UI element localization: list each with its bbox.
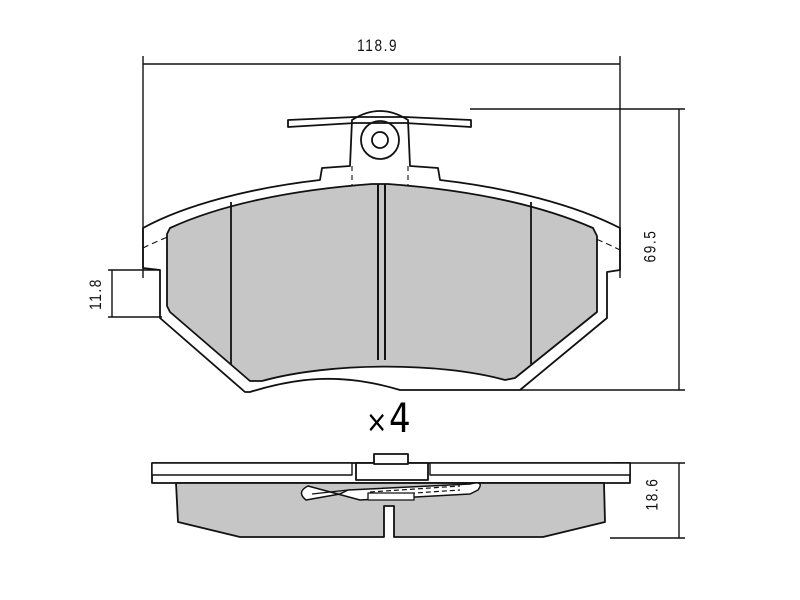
dimension-label-thickness: 18.6	[642, 477, 662, 511]
quantity-count: 4	[389, 396, 411, 442]
side-center-block	[355, 462, 429, 481]
quantity-label: ×4	[366, 396, 411, 442]
retaining-clip-bar	[287, 116, 472, 128]
friction-pad	[166, 183, 598, 382]
dimension-label-tab-height: 11.8	[85, 278, 105, 310]
dimension-tab-height	[108, 269, 162, 318]
multiply-symbol: ×	[365, 405, 388, 440]
dimension-height	[470, 108, 685, 391]
clip-pivot-ring	[360, 120, 400, 160]
backing-plate-outline	[142, 110, 621, 393]
dimension-label-width: 118.9	[357, 36, 399, 55]
side-friction-pad	[175, 482, 606, 538]
dimension-label-height: 69.5	[640, 229, 660, 263]
clip-pivot-hole	[371, 131, 389, 149]
